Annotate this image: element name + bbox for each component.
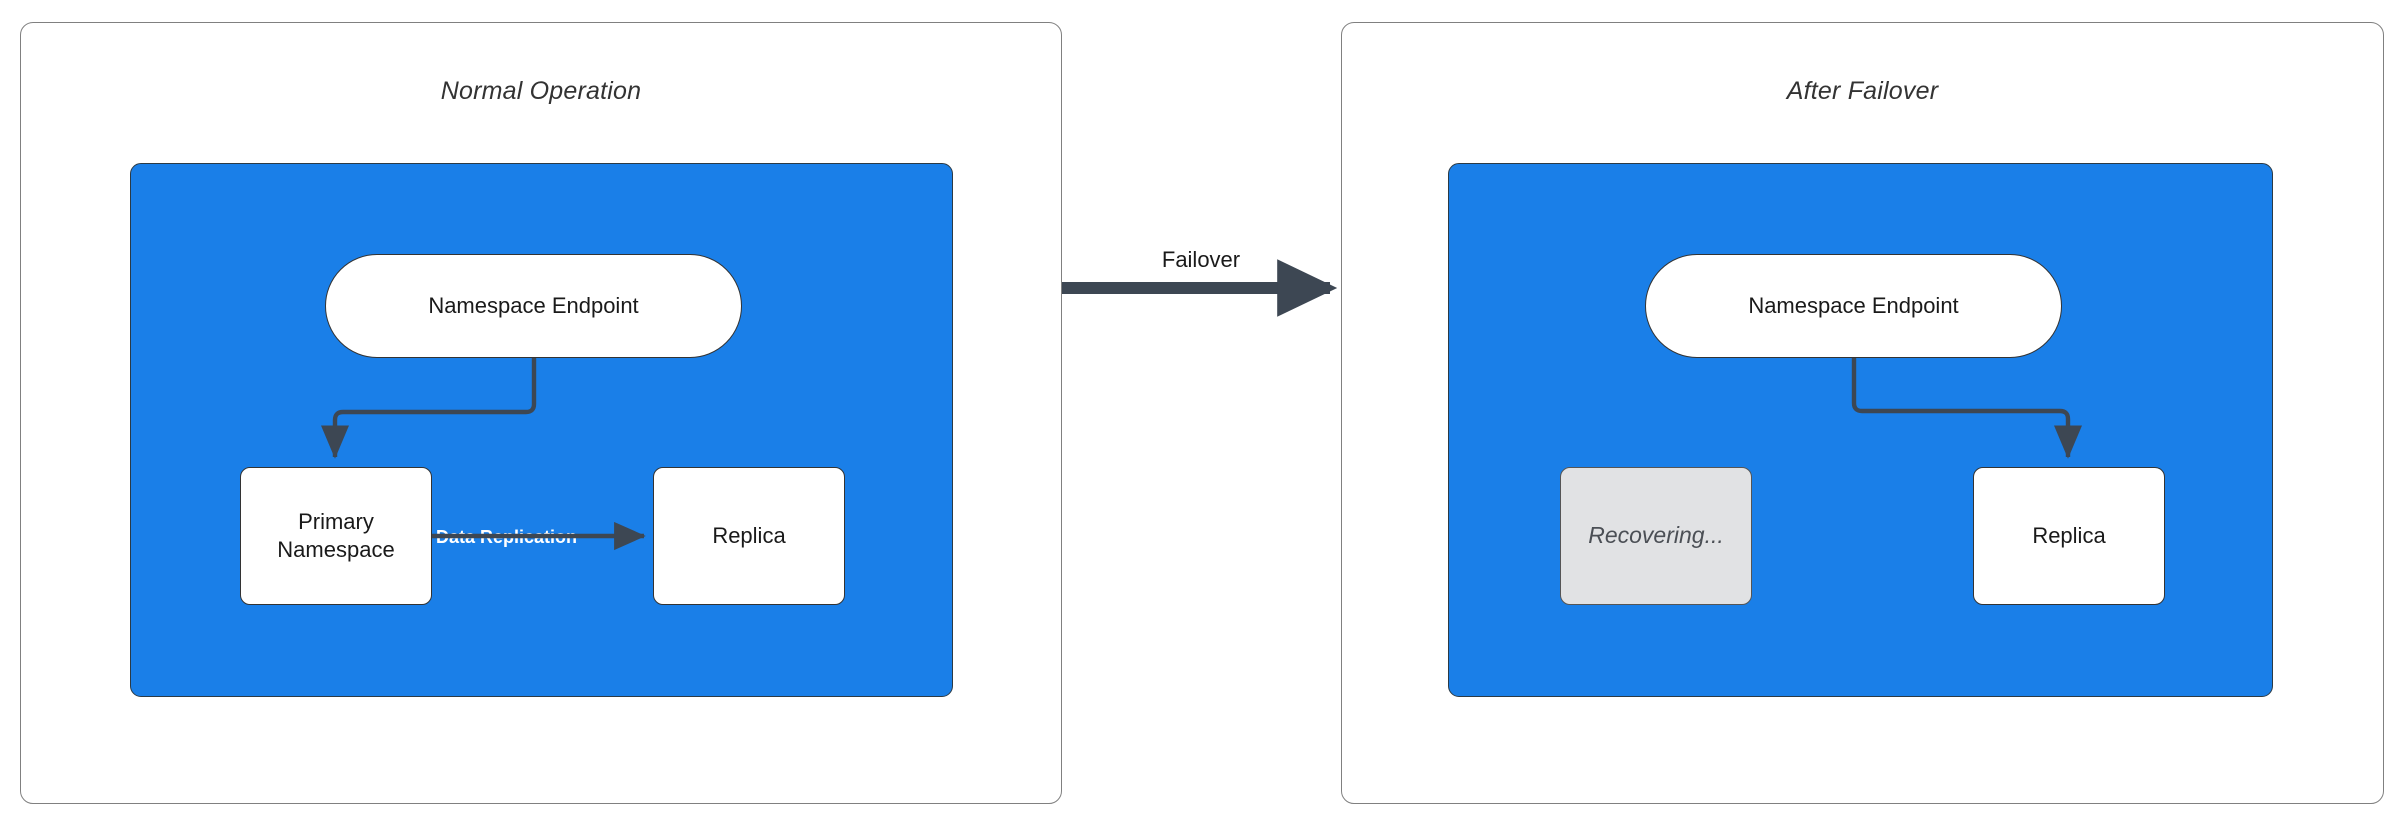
node-namespace-endpoint-left[interactable]: Namespace Endpoint (325, 254, 742, 358)
edge-label-data-replication: Data Replication (436, 527, 578, 547)
node-replica-left[interactable]: Replica (653, 467, 845, 605)
node-primary-namespace[interactable]: Primary Namespace (240, 467, 432, 605)
node-replica-right[interactable]: Replica (1973, 467, 2165, 605)
node-label: Replica (712, 522, 786, 548)
cluster-normal-operation (130, 163, 953, 697)
panel-title-after-failover: After Failover (1786, 77, 1939, 105)
node-namespace-endpoint-right[interactable]: Namespace Endpoint (1645, 254, 2062, 358)
node-recovering[interactable]: Recovering... (1560, 467, 1752, 605)
node-label: Primary Namespace (277, 508, 394, 564)
node-label: Replica (2032, 522, 2106, 548)
node-label: Recovering... (1588, 522, 1724, 549)
cluster-after-failover (1448, 163, 2273, 697)
node-label: Namespace Endpoint (428, 292, 639, 318)
node-label: Namespace Endpoint (1748, 292, 1959, 318)
panel-title-normal-operation: Normal Operation (440, 77, 642, 105)
node-label-line1: Primary (298, 508, 374, 534)
transition-label-failover: Failover (1161, 247, 1241, 272)
node-label-line2: Namespace (277, 537, 395, 562)
